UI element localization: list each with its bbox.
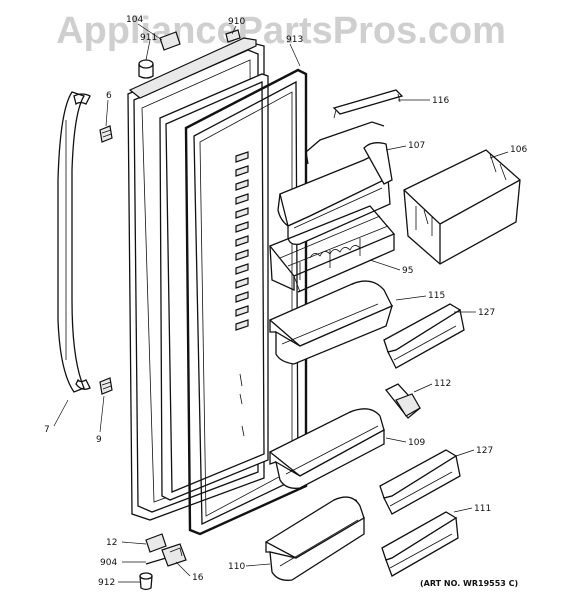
callout-12: 12 [106,538,117,548]
callout-6: 6 [106,91,112,101]
hinge-cap-104 [159,31,181,51]
callout-106: 106 [510,145,527,155]
bin-109 [268,408,385,489]
bin-106 [403,149,521,265]
callout-111: 111 [474,504,491,514]
bin-trim-116 [332,89,404,119]
door-liner-part [159,73,269,501]
bin-trim-111 [381,511,459,577]
callout-110: 110 [228,562,245,572]
callout-104: 104 [126,15,143,25]
bin-115 [268,280,394,365]
callout-95: 95 [402,266,413,276]
screw-9-part [99,377,113,395]
callout-107: 107 [408,141,425,151]
art-number-label: (ART NO. WR19553 C) [420,579,518,588]
callout-115: 115 [428,291,445,301]
screw-6-part [99,125,113,143]
callout-904: 904 [100,558,117,568]
callout-112: 112 [434,379,451,389]
callout-127-upper: 127 [478,308,495,318]
callout-127-lower: 127 [476,446,493,456]
callout-9: 9 [96,435,102,445]
wire-rack-95 [268,205,396,293]
callout-116: 116 [432,96,449,106]
hinge-bushing-910 [225,29,241,43]
hinge-bracket-12 [145,533,167,553]
bin-110 [264,496,365,581]
callout-16: 16 [192,573,204,583]
bin-bracket [305,121,385,165]
callout-109: 109 [408,438,425,448]
callout-912: 912 [98,578,115,588]
bin-trim-127-lower [379,449,461,515]
callout-911: 911 [140,33,157,43]
liner-shelf-ridges [235,151,249,331]
callout-7: 7 [44,425,50,435]
hinge-pin-912 [139,572,153,591]
leader-lines [53,23,509,583]
clip-112 [384,383,421,419]
callout-labels: 104 910 911 913 6 116 107 106 95 115 127… [44,15,527,588]
callout-910: 910 [228,17,245,27]
door-handle-part [57,91,91,393]
callout-913: 913 [286,35,303,45]
bin-trim-127-upper [383,303,465,369]
bin-107 [277,142,393,246]
bushing-911 [138,59,154,79]
bracket-16 [161,543,187,567]
